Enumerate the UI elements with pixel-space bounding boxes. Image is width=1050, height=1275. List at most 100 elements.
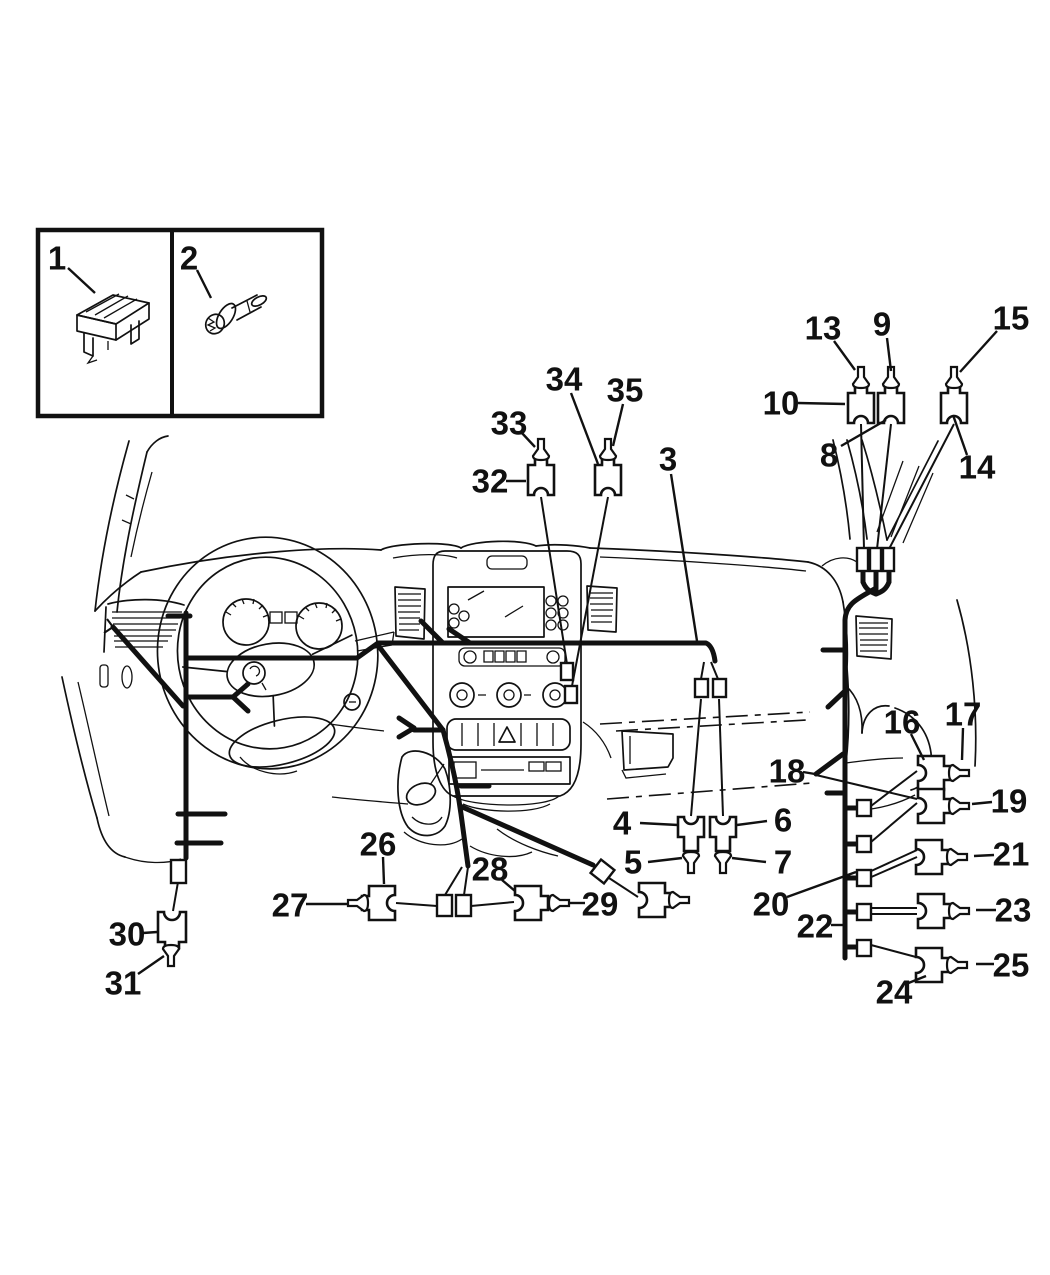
callout-label-20[interactable]: 20 [753, 886, 790, 923]
callout-1[interactable]: 1 [48, 240, 96, 294]
callout-leader-15 [959, 330, 998, 373]
callout-label-32[interactable]: 32 [472, 463, 509, 500]
callout-label-31[interactable]: 31 [105, 965, 142, 1002]
bulb [667, 890, 691, 910]
callout-label-18[interactable]: 18 [769, 753, 806, 790]
bulb [547, 893, 571, 913]
callout-leader-8 [840, 418, 887, 448]
harness-run [110, 624, 186, 709]
callout-label-9[interactable]: 9 [873, 306, 891, 343]
callout-label-25[interactable]: 25 [993, 947, 1030, 984]
callout-24[interactable]: 24 [876, 974, 927, 1011]
callout-34[interactable]: 34 [546, 361, 600, 465]
callout-leader-5 [647, 856, 683, 864]
harness-run [230, 694, 251, 714]
bulb [947, 763, 971, 783]
callout-leader-33 [520, 431, 536, 448]
callout-22[interactable]: 22 [797, 908, 845, 945]
callout-35[interactable]: 35 [607, 372, 644, 447]
bulb-socket-connector [708, 815, 738, 853]
wire [470, 901, 515, 907]
callout-31[interactable]: 31 [105, 955, 165, 1002]
callout-3[interactable]: 3 [659, 441, 699, 642]
callout-label-3[interactable]: 3 [659, 441, 677, 478]
callout-4[interactable]: 4 [613, 805, 679, 842]
inline-connector [454, 893, 473, 918]
callout-20[interactable]: 20 [753, 870, 857, 923]
callout-33[interactable]: 33 [491, 405, 536, 448]
callout-label-16[interactable]: 16 [884, 704, 921, 741]
callout-5[interactable]: 5 [624, 844, 683, 881]
inline-connector [855, 868, 873, 888]
callout-21[interactable]: 21 [973, 836, 1030, 873]
callout-label-24[interactable]: 24 [876, 974, 913, 1011]
harness-run [230, 681, 251, 700]
callout-23[interactable]: 23 [976, 892, 1031, 929]
harness-run [374, 641, 446, 733]
callout-9[interactable]: 9 [873, 306, 893, 372]
callout-7[interactable]: 7 [731, 844, 792, 881]
callout-label-14[interactable]: 14 [959, 449, 996, 486]
callout-label-29[interactable]: 29 [582, 886, 619, 923]
wire [868, 856, 918, 879]
callout-25[interactable]: 25 [976, 947, 1029, 984]
callout-19[interactable]: 19 [971, 783, 1028, 820]
callout-28[interactable]: 28 [472, 851, 516, 892]
callout-14[interactable]: 14 [951, 414, 996, 486]
callout-16[interactable]: 16 [884, 704, 926, 761]
wires [103, 423, 955, 958]
callout-13[interactable]: 13 [805, 310, 856, 371]
callout-label-35[interactable]: 35 [607, 372, 644, 409]
callout-label-19[interactable]: 19 [991, 783, 1028, 820]
callout-label-28[interactable]: 28 [472, 851, 509, 888]
wire [608, 877, 639, 898]
callout-leader-24 [905, 974, 927, 986]
callout-26[interactable]: 26 [360, 826, 397, 885]
callout-label-26[interactable]: 26 [360, 826, 397, 863]
bulb [346, 893, 370, 913]
callout-10[interactable]: 10 [763, 385, 846, 422]
callout-label-6[interactable]: 6 [774, 802, 792, 839]
callout-8[interactable]: 8 [820, 418, 887, 474]
bulb [947, 796, 971, 816]
bulb-socket-connector [637, 881, 674, 919]
callout-leader-10 [797, 401, 846, 406]
callout-label-7[interactable]: 7 [774, 844, 792, 881]
callout-label-13[interactable]: 13 [805, 310, 842, 347]
callout-label-34[interactable]: 34 [546, 361, 583, 398]
callout-label-1[interactable]: 1 [48, 240, 66, 277]
callout-label-21[interactable]: 21 [993, 836, 1030, 873]
callout-label-33[interactable]: 33 [491, 405, 528, 442]
wiring-harness [110, 568, 892, 961]
callout-label-30[interactable]: 30 [109, 916, 146, 953]
wire [700, 661, 705, 680]
callout-29[interactable]: 29 [570, 886, 618, 923]
wire [106, 618, 114, 628]
callout-label-22[interactable]: 22 [797, 908, 834, 945]
callout-label-2[interactable]: 2 [180, 240, 198, 277]
callout-label-17[interactable]: 17 [945, 696, 982, 733]
wire [870, 944, 917, 958]
callout-32[interactable]: 32 [472, 463, 526, 500]
callout-6[interactable]: 6 [736, 802, 792, 839]
bulb-socket-connector [876, 384, 906, 425]
callout-2[interactable]: 2 [180, 240, 213, 299]
wire [172, 881, 179, 912]
callout-label-8[interactable]: 8 [820, 437, 838, 474]
inline-connector [855, 902, 873, 922]
dashboard-line-art [35, 227, 977, 864]
callout-30[interactable]: 30 [109, 916, 158, 953]
callout-17[interactable]: 17 [945, 696, 982, 761]
callout-27[interactable]: 27 [272, 887, 347, 924]
bulb [945, 847, 969, 867]
inline-connector [711, 677, 728, 699]
callout-label-5[interactable]: 5 [624, 844, 642, 881]
callout-18[interactable]: 18 [769, 753, 816, 790]
callout-label-27[interactable]: 27 [272, 887, 309, 924]
callout-15[interactable]: 15 [959, 300, 1030, 373]
callout-label-23[interactable]: 23 [995, 892, 1032, 929]
callout-label-10[interactable]: 10 [763, 385, 800, 422]
callout-label-4[interactable]: 4 [613, 805, 632, 842]
callout-label-15[interactable]: 15 [993, 300, 1030, 337]
